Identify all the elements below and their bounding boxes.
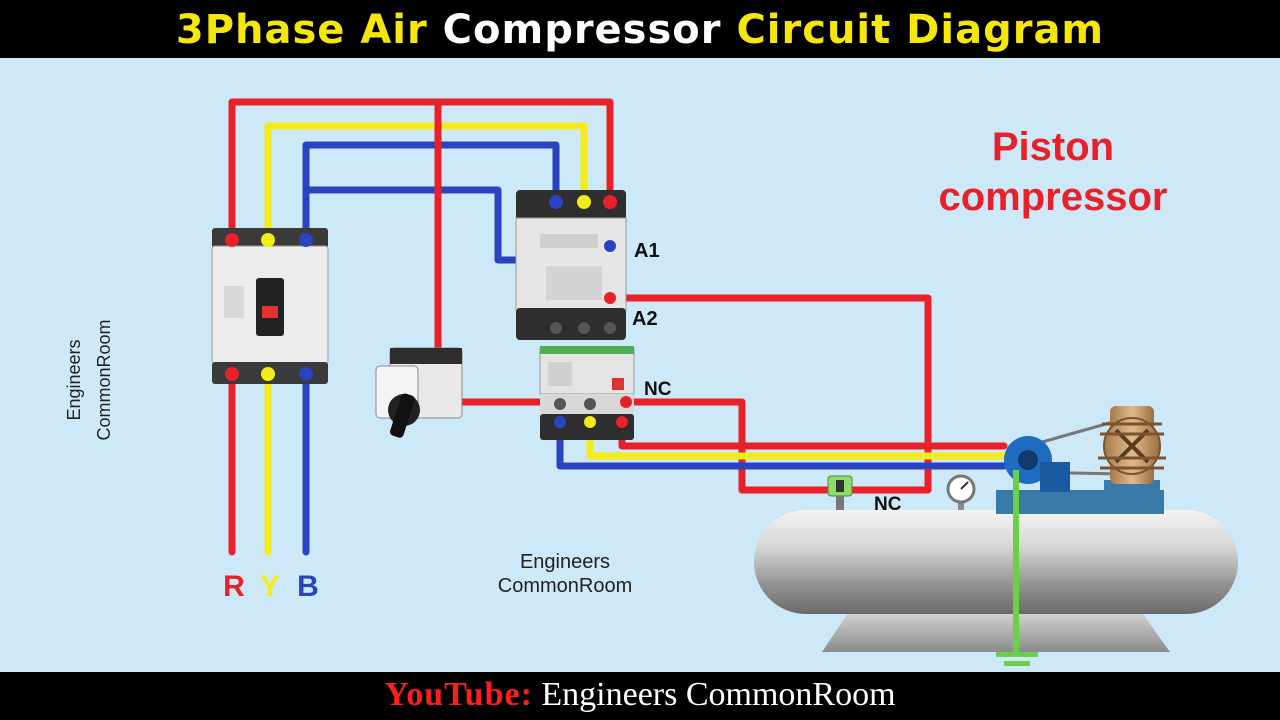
piston-head [1098,406,1166,492]
title-part-2: Compressor [442,7,737,53]
label-a1: A1 [634,240,660,262]
label-nc-relay: NC [644,379,672,400]
title-bar: 3Phase Air Compressor Circuit Diagram [0,0,1280,58]
footer-prefix: YouTube: [384,676,533,713]
label-phase-b: B [297,570,319,603]
ground-connection [996,470,1038,666]
selector-switch [375,347,463,438]
circuit-diagram: Piston compressor A1 A2 NC NC R Y B Engi… [64,98,1238,666]
contactor [515,190,627,340]
footer-bar: YouTube: Engineers CommonRoom [0,672,1280,720]
air-tank [754,490,1238,652]
watermark-center-line2: CommonRoom [498,575,632,597]
mccb-breaker [211,228,329,384]
watermark-side-line1: Engineers [64,339,84,420]
label-a2: A2 [632,308,658,330]
watermark-center-line1: Engineers [520,551,610,573]
label-nc-pressure-switch: NC [874,494,902,515]
piston-label-line2: compressor [939,175,1168,219]
title-part-3: Circuit Diagram [736,7,1105,53]
watermark-side-line2: CommonRoom [94,319,114,440]
wire-mccb-contactor-y [264,122,588,244]
wire-motor-r [618,416,1008,450]
page-title: 3Phase Air Compressor Circuit Diagram [0,0,1280,60]
compressor-motor [1004,418,1121,492]
watermark-side: Engineers CommonRoom [64,319,114,440]
wire-mccb-contactor-r [228,98,614,244]
pressure-gauge-icon [946,474,976,510]
diagram-canvas: Piston compressor A1 A2 NC NC R Y B Engi… [0,58,1280,672]
pressure-switch [827,475,853,510]
wire-coil-a2 [606,294,932,494]
wire-motor-y [586,416,1008,460]
title-part-1: 3Phase Air [175,7,443,53]
footer-channel: Engineers CommonRoom [532,676,896,713]
label-phase-y: Y [260,570,280,603]
label-phase-r: R [223,570,245,603]
overload-relay [539,346,635,440]
piston-label-line1: Piston [992,125,1114,169]
